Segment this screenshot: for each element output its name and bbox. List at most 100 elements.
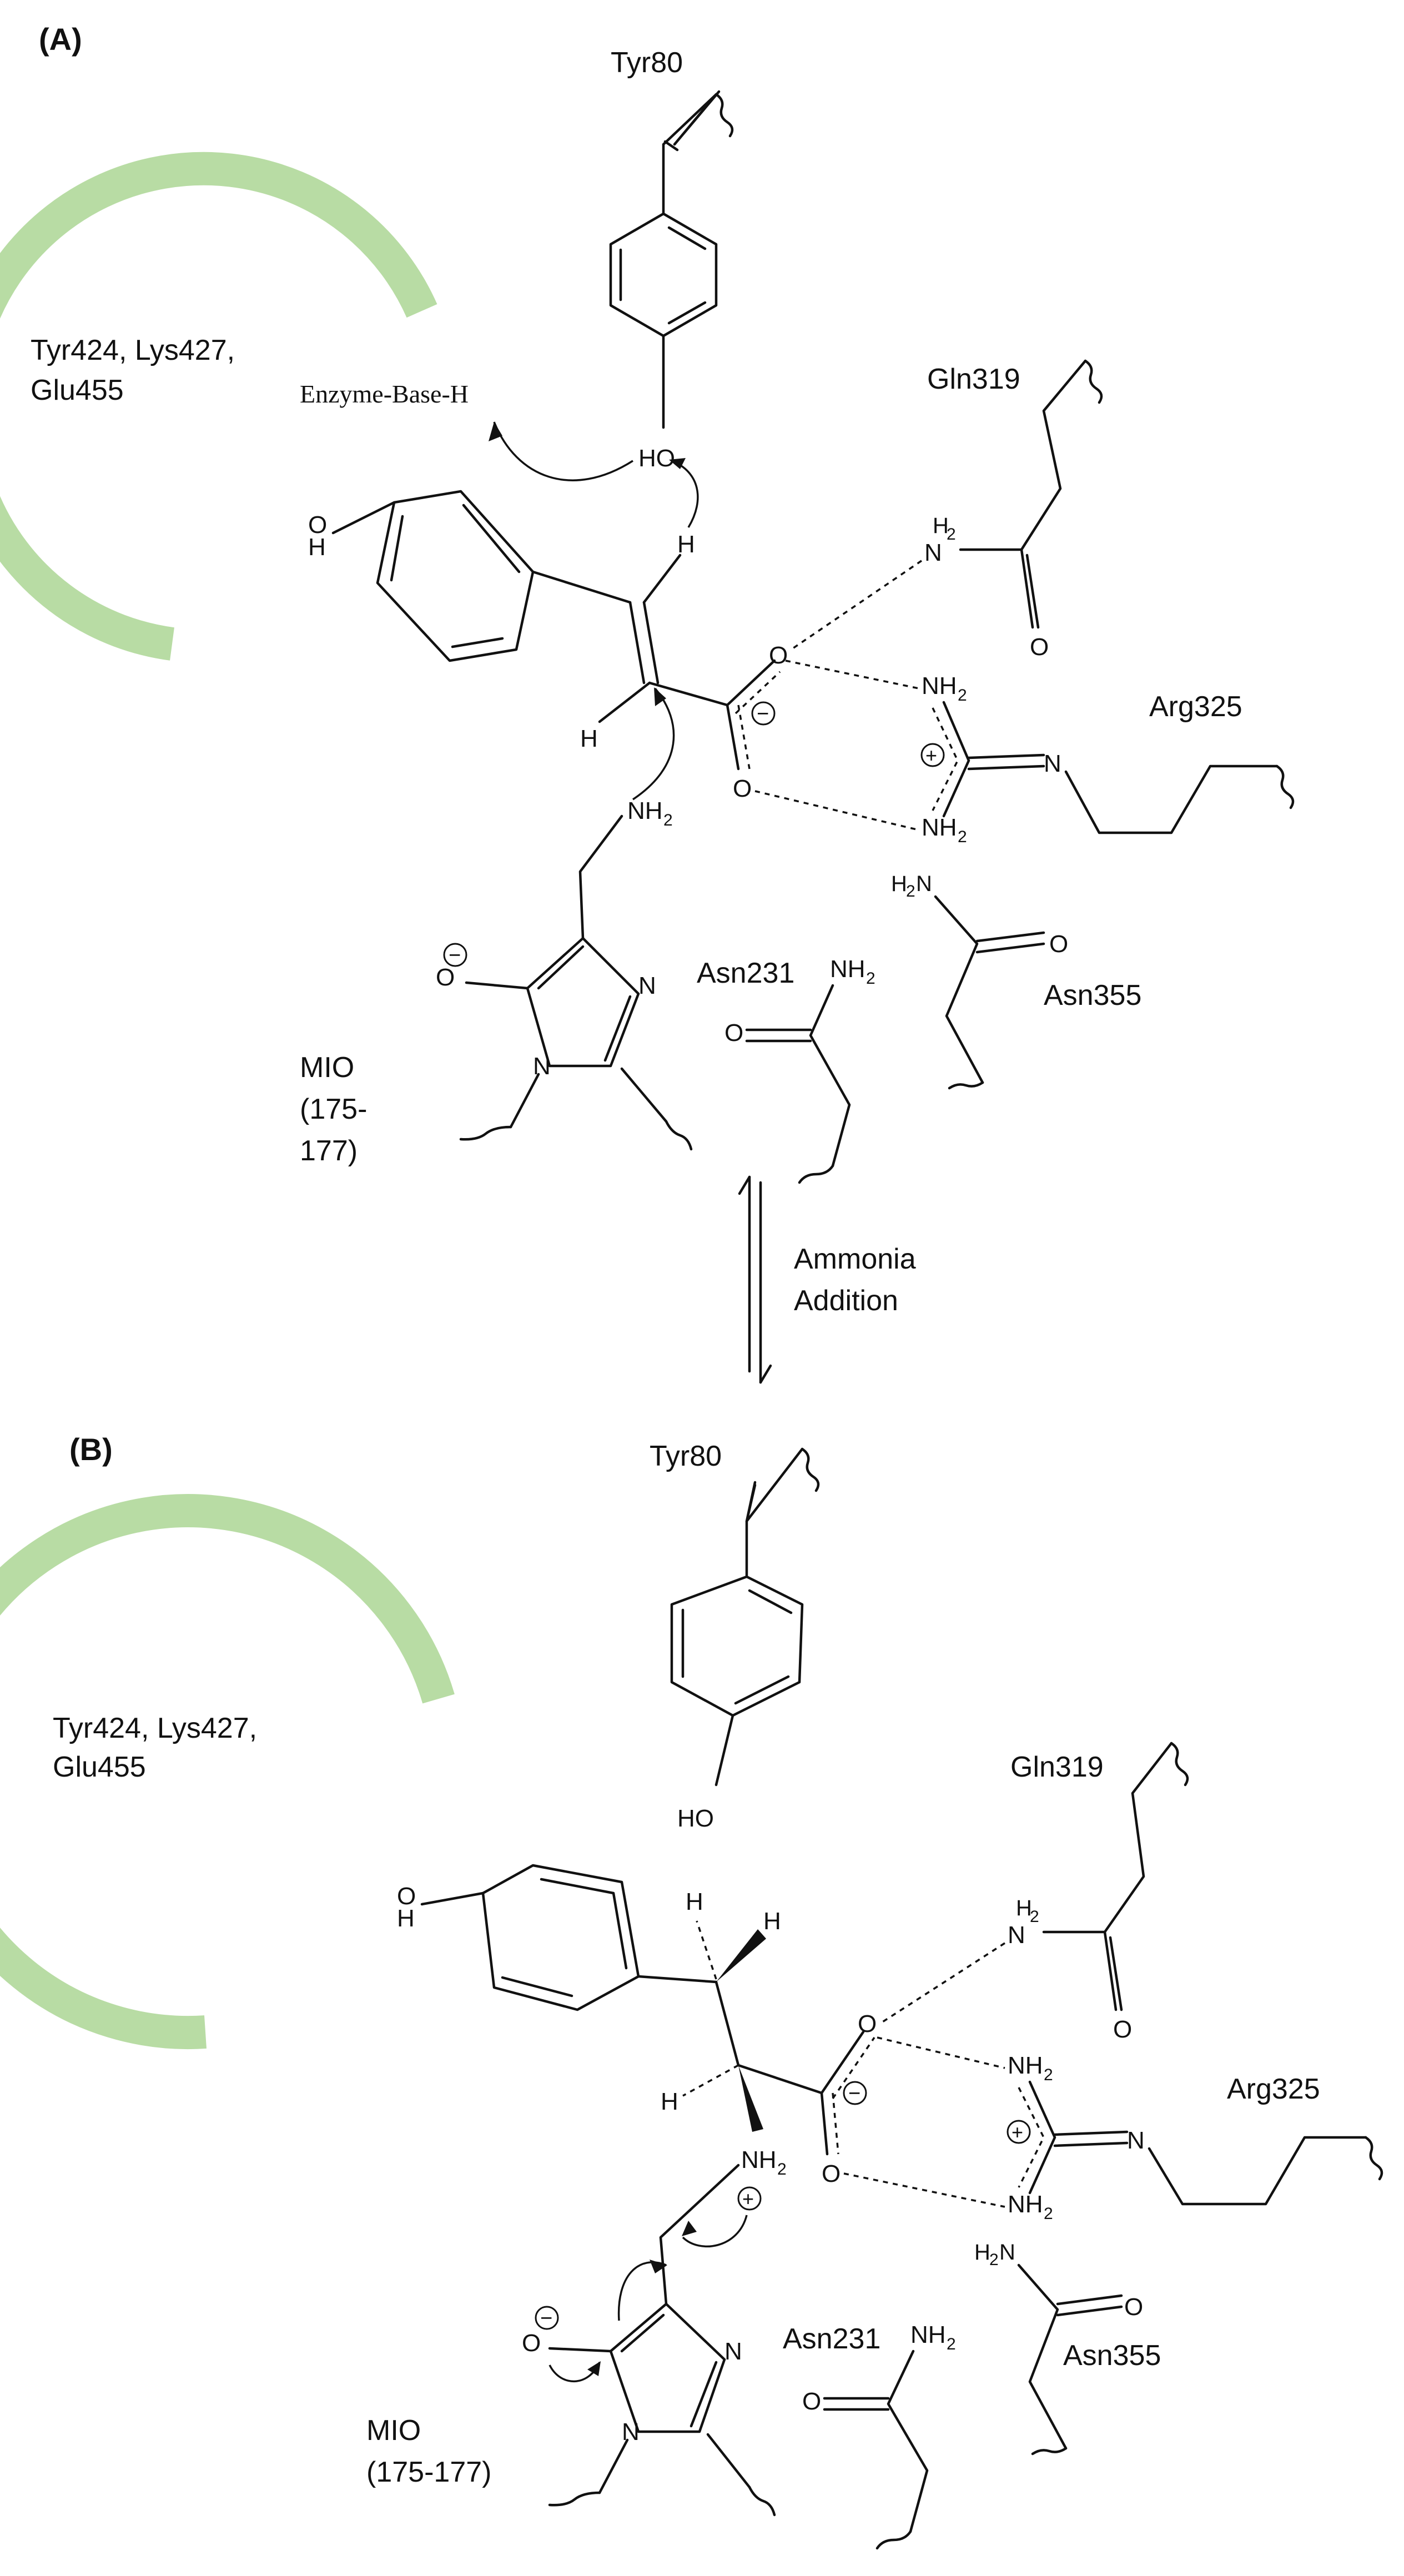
tyr80-oh-a: HO [638, 445, 675, 472]
carboxylate-o-top-b: O [858, 2010, 877, 2037]
gln319-nh2-n-b: N [1008, 1921, 1025, 1949]
tyr80-ch2-a [663, 140, 679, 152]
svg-text:2: 2 [947, 525, 956, 544]
mio-label-a-line1: MIO [300, 1051, 354, 1084]
svg-text:2: 2 [1044, 2066, 1053, 2084]
asn355-o-a: O [1049, 930, 1068, 958]
arg-nh2-top-b: NH [1008, 2052, 1043, 2079]
svg-text:2: 2 [777, 2160, 787, 2178]
pocket-residues-label-a-line1: Tyr424, Lys427, [31, 334, 235, 366]
asn231-nh2-a: NH [830, 955, 865, 983]
gln319-label-a: Gln319 [927, 363, 1020, 395]
binding-pocket-arc-a [0, 152, 437, 661]
panel-a: (A) Tyr424, Lys427, Glu455 Tyr80 HO Enzy… [0, 22, 1295, 1184]
mio-o-a: O [436, 964, 455, 991]
asn355-label-b: Asn355 [1063, 2339, 1161, 2372]
gln319-h-a: H [933, 514, 949, 538]
carboxylate-o-bottom-a: O [733, 775, 752, 802]
svg-text:2: 2 [989, 2251, 999, 2269]
gln319-label-b: Gln319 [1010, 1751, 1104, 1783]
beta-h-top-left-b: H [686, 1888, 703, 1915]
svg-text:−: − [848, 2082, 860, 2105]
enzyme-base-label: Enzyme-Base-H [300, 380, 469, 408]
svg-text:2: 2 [958, 686, 967, 705]
mio-n-right-a: N [638, 972, 656, 999]
svg-text:2: 2 [866, 969, 875, 988]
asn231-label-b: Asn231 [783, 2323, 880, 2355]
gln319-h-b: H [1016, 1896, 1032, 1920]
svg-text:−: − [449, 944, 461, 967]
carboxylate-o-bottom-b: O [822, 2160, 841, 2187]
tyr80-backbone-a [673, 90, 721, 146]
mio-o-b: O [522, 2330, 541, 2357]
mio-nh2-b: NH [741, 2146, 777, 2174]
svg-text:2: 2 [947, 2335, 956, 2353]
svg-text:+: + [925, 744, 937, 767]
mio-n-left-b: N [622, 2418, 640, 2446]
mio-ring-a [526, 937, 640, 1068]
cc-double-bond-a [628, 601, 660, 685]
vinyl-h-top-a: H [677, 531, 695, 558]
svg-text:2: 2 [1044, 2205, 1053, 2223]
pocket-residues-label-b-line2: Glu455 [53, 1751, 146, 1783]
equilibrium-label-line1: Ammonia [794, 1243, 916, 1275]
asn355-h2n-h-a: H [891, 872, 907, 896]
substrate-oh-h-b: H [397, 1905, 415, 1932]
tyr80-label-b: Tyr80 [650, 1440, 722, 1472]
curved-arrow-mio-b [617, 2261, 667, 2321]
asn355-label-a: Asn355 [1044, 979, 1141, 1012]
svg-text:2: 2 [958, 828, 967, 846]
svg-text:+: + [742, 2187, 754, 2210]
pocket-residues-label-b-line1: Tyr424, Lys427, [53, 1712, 257, 1744]
arg-n-b: N [1127, 2127, 1145, 2154]
curved-arrow-h-to-oh [671, 460, 699, 528]
svg-text:+: + [1012, 2121, 1023, 2144]
hbond-arg-top-a [785, 660, 919, 690]
svg-text:2: 2 [906, 882, 915, 900]
mio-label-b-line2: (175-177) [366, 2456, 491, 2488]
squiggle-tyr80-a [714, 93, 734, 138]
asn355-h2n-h-b: H [974, 2240, 990, 2265]
binding-pocket-arc-b [0, 1494, 455, 2050]
substrate-oh-o-a: O [308, 511, 327, 539]
substrate-oh-h-a: H [308, 534, 326, 561]
mio-n-left-a: N [533, 1053, 551, 1080]
curved-arrow-nh2-attack-a [632, 687, 675, 801]
equilibrium-arrows: Ammonia Addition [738, 1175, 916, 1384]
mio-ring-b [609, 2302, 726, 2433]
vinyl-h-bottom-a: H [580, 725, 598, 752]
asn355-o-b: O [1124, 2293, 1143, 2321]
tyr80-ring-a [609, 212, 718, 338]
asn355-h2n-n-b: N [999, 2240, 1015, 2265]
equilibrium-label-line2: Addition [794, 1285, 898, 1317]
hbond-gln319-b [879, 1942, 1005, 2025]
hbond-arg-bottom-b [843, 2172, 1005, 2208]
arg-charge-b [1007, 2120, 1031, 2144]
asn355-h2n-n-a: N [916, 872, 932, 896]
asn231-label-a: Asn231 [697, 957, 794, 989]
arg-nh2-top-a: NH [922, 672, 957, 700]
hbond-arg-top-b [877, 2036, 1005, 2069]
pocket-residues-label-a-line2: Glu455 [31, 374, 124, 406]
carboxylate-charge-a [751, 701, 776, 726]
svg-text:2: 2 [1030, 1908, 1039, 1926]
tyr80-oh-b: HO [677, 1805, 714, 1832]
beta-h-top-right-b: H [763, 1908, 781, 1935]
arg-n-a: N [1044, 750, 1061, 777]
mio-charge-b [535, 2306, 559, 2330]
arg-nh2-bottom-a: NH [922, 814, 957, 841]
substrate-oh-o-b: O [397, 1883, 416, 1910]
panel-b: (B) Tyr424, Lys427, Glu455 Tyr80 HO O H … [0, 1432, 1383, 2550]
carboxylate-o-top-a: O [769, 642, 788, 669]
arg-nh2-bottom-b: NH [1008, 2191, 1043, 2218]
mio-label-a-line3: 177) [300, 1135, 358, 1167]
asn231-nh2-b: NH [910, 2321, 946, 2348]
tyr80-label-a: Tyr80 [611, 47, 683, 79]
mio-label-a-line2: (175- [300, 1093, 367, 1125]
svg-text:−: − [540, 2307, 552, 2330]
asn231-o-b: O [802, 2388, 821, 2415]
curved-arrow-nh2-b [682, 2215, 748, 2248]
mio-nh2-a: NH [627, 797, 663, 824]
svg-text:−: − [757, 702, 769, 726]
